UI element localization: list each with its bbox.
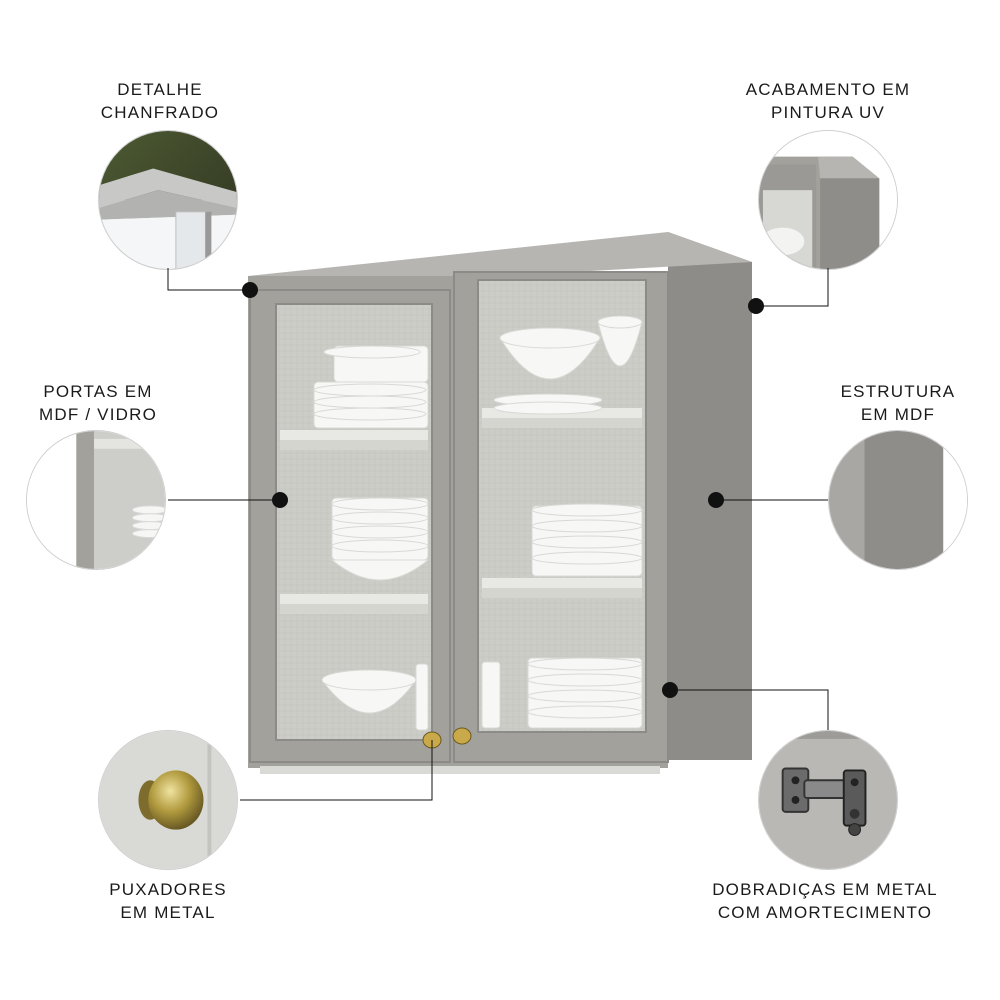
callout-dot-estrutura [708,492,724,508]
callout-dot-acabamento [748,298,764,314]
label-estrutura-mdf: ESTRUTURA EM MDF [818,380,978,426]
metal-knob-icon [98,730,238,870]
mdf-panel-icon [828,430,968,570]
bevel-detail-icon [98,130,238,270]
callout-dot-dobradicas [662,682,678,698]
label-line: PORTAS EM [43,382,153,401]
label-line: EM METAL [120,903,216,922]
label-line: ESTRUTURA [840,382,956,401]
callout-dot-detalhe [242,282,258,298]
label-acabamento-uv: ACABAMENTO EM PINTURA UV [718,78,938,124]
door-knob-right [452,727,472,745]
callout-dot-portas [272,492,288,508]
label-line: ACABAMENTO EM [745,80,911,99]
label-line: MDF / VIDRO [38,405,158,424]
label-dobradicas-metal: DOBRADIÇAS EM METAL COM AMORTECIMENTO [690,878,960,924]
leader-lines [167,268,829,801]
label-puxadores-metal: PUXADORES EM METAL [88,878,248,924]
label-line: DOBRADIÇAS EM METAL [712,880,938,899]
label-line: EM MDF [860,405,936,424]
label-line: CHANFRADO [100,103,220,122]
label-line: COM AMORTECIMENTO [717,903,933,922]
label-line: DETALHE [117,80,203,99]
label-line: PUXADORES [109,880,227,899]
soft-close-hinge-icon [758,730,898,870]
glass-door-icon [26,430,166,570]
cabinet [248,232,752,774]
label-portas-mdf-vidro: PORTAS EM MDF / VIDRO [18,380,178,426]
label-detalhe-chanfrado: DETALHE CHANFRADO [80,78,240,124]
label-line: PINTURA UV [770,103,886,122]
